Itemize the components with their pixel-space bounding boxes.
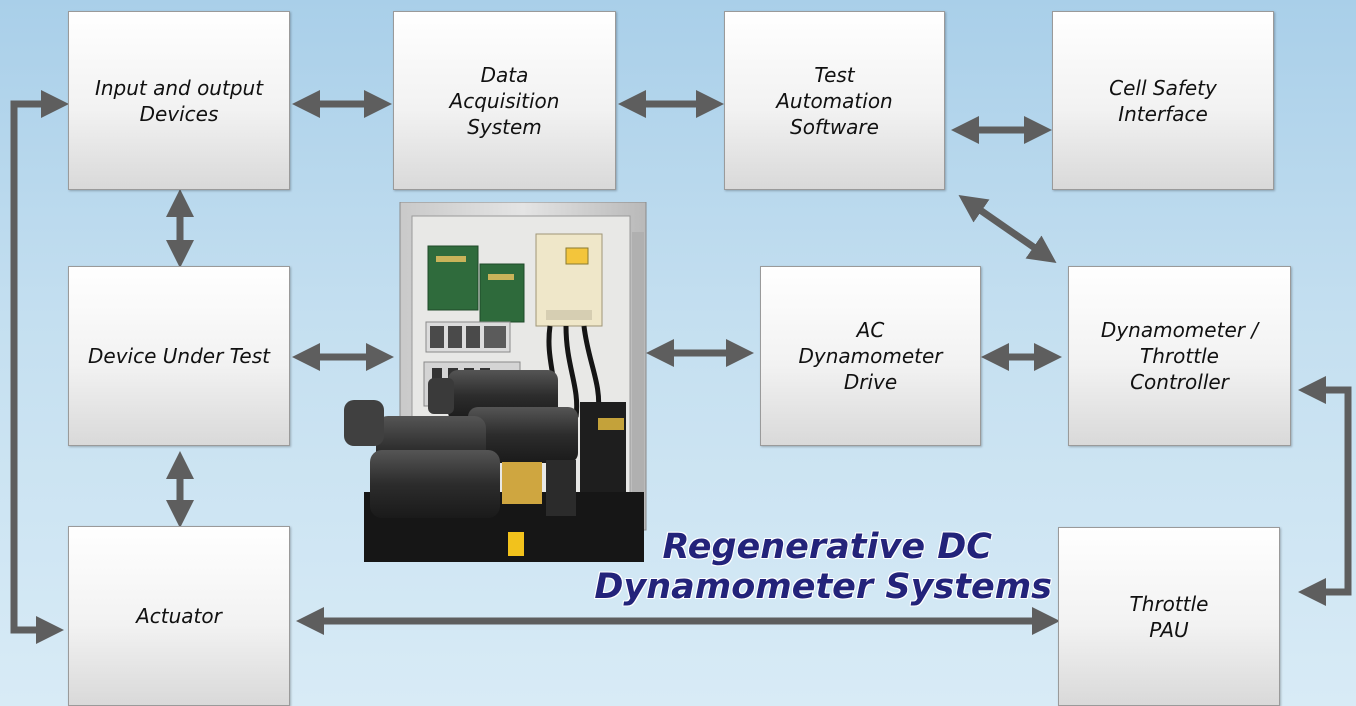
actuator-box: Actuator xyxy=(68,526,290,706)
ac-dynamometer-drive-label: AC Dynamometer Drive xyxy=(798,318,943,394)
test-automation-box: Test Automation Software xyxy=(724,11,945,190)
data-acquisition-label: Data Acquisition System xyxy=(449,62,560,139)
cell-safety-box: Cell Safety Interface xyxy=(1052,11,1274,190)
device-under-test-label: Device Under Test xyxy=(88,344,270,368)
ac-dynamometer-drive-box: AC Dynamometer Drive xyxy=(760,266,981,446)
test-automation-label: Test Automation Software xyxy=(776,62,893,139)
system-title-line1: Regenerative DC xyxy=(662,527,992,567)
throttle-pau-box: Throttle PAU xyxy=(1058,527,1280,706)
system-title-line2: Dynamometer Systems xyxy=(594,567,1052,607)
arrow-controller-pau-loop xyxy=(1298,376,1352,606)
arrow-automation-controller xyxy=(958,195,1057,263)
throttle-pau-label: Throttle PAU xyxy=(1129,591,1209,642)
actuator-label: Actuator xyxy=(136,604,222,628)
cell-safety-label: Cell Safety Interface xyxy=(1109,75,1217,126)
dynamometer-throttle-controller-label: Dynamometer / Throttle Controller xyxy=(1100,318,1259,394)
device-under-test-box: Device Under Test xyxy=(68,266,290,446)
arrow-io-actuator-loop xyxy=(10,90,69,644)
dynamometer-system-photo xyxy=(344,202,647,562)
input-output-devices-box: Input and output Devices xyxy=(68,11,290,190)
data-acquisition-box: Data Acquisition System xyxy=(393,11,616,190)
dynamometer-throttle-controller-box: Dynamometer / Throttle Controller xyxy=(1068,266,1291,446)
input-output-devices-label: Input and output Devices xyxy=(94,75,264,126)
